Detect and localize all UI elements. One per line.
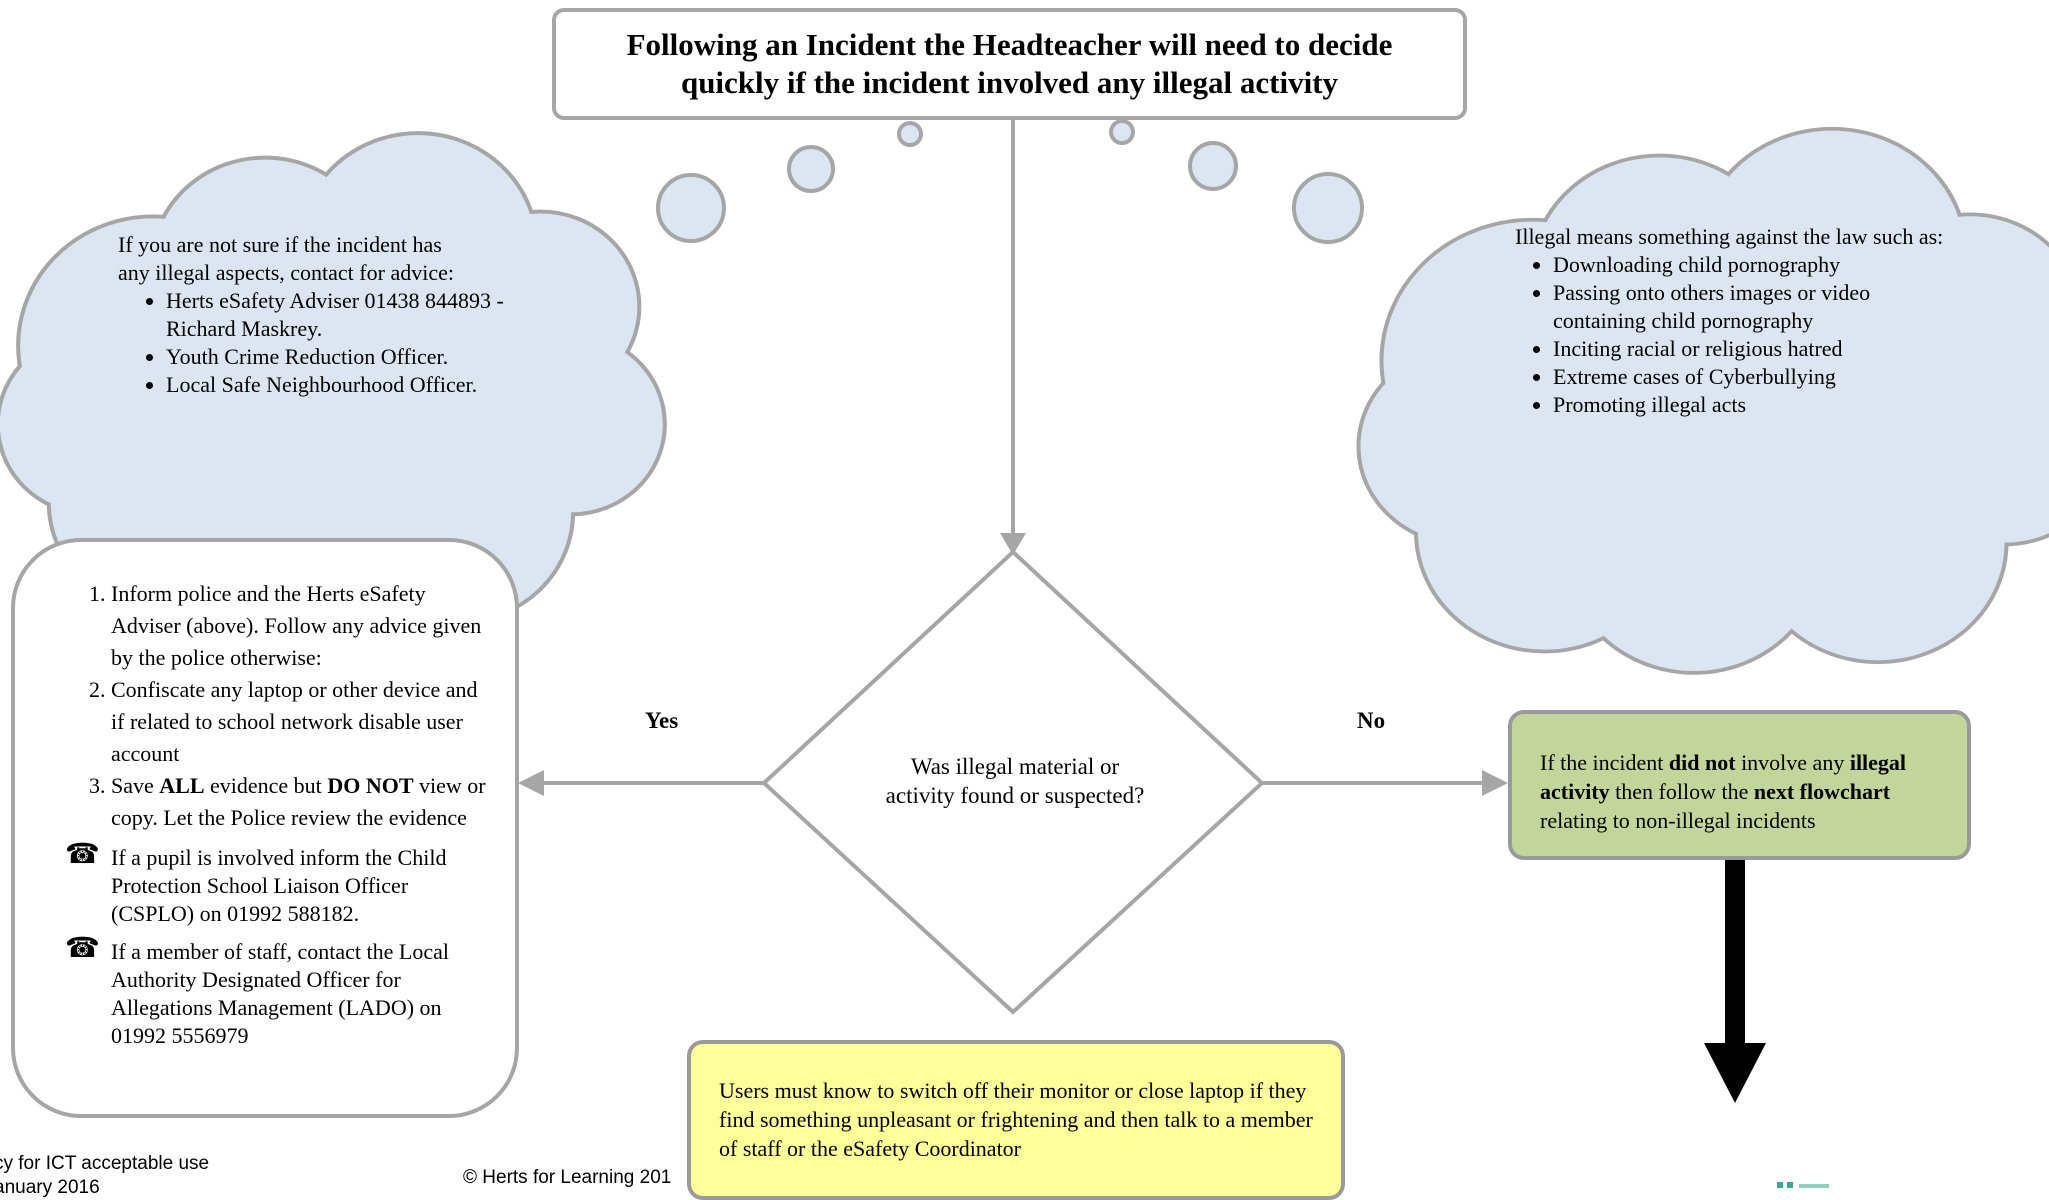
contact-esafety-adviser: Herts eSafety Adviser 01438 844893 - Ric…: [166, 287, 508, 343]
advice-intro-line-1: If you are not sure if the incident has: [118, 231, 508, 259]
decision-question: Was illegal material or activity found o…: [880, 752, 1150, 810]
title-line-1: Following an Incident the Headteacher wi…: [627, 27, 1393, 62]
non-illegal-emphasis: did not: [1669, 750, 1736, 775]
illegal-intro: Illegal means something against the law …: [1515, 223, 1955, 251]
pupil-contact-text: If a pupil is involved inform the Child …: [111, 845, 446, 926]
footer-policy-title: cy for ICT acceptable use anuary 2016: [0, 1152, 209, 1200]
illegal-example: Passing onto others images or video cont…: [1553, 279, 1955, 335]
contact-youth-crime-officer: Youth Crime Reduction Officer.: [166, 343, 508, 371]
next-flowchart-shaft: [1725, 860, 1745, 1045]
step-inform-police: Inform police and the Herts eSafety Advi…: [111, 578, 495, 674]
no-label: No: [1357, 708, 1385, 734]
illegal-examples-list: Downloading child pornography Passing on…: [1515, 251, 1955, 419]
pupil-contact-note: ☎ If a pupil is involved inform the Chil…: [63, 844, 495, 928]
staff-contact-text: If a member of staff, contact the Local …: [111, 939, 449, 1048]
phone-icon: ☎: [65, 934, 100, 964]
non-illegal-text: involve any: [1736, 750, 1850, 775]
non-illegal-emphasis: next flowchart: [1754, 779, 1890, 804]
step-save-evidence: Save ALL evidence but DO NOT view or cop…: [111, 770, 495, 834]
phone-icon: ☎: [65, 840, 100, 870]
illegal-actions-box: Inform police and the Herts eSafety Advi…: [11, 538, 519, 1118]
non-illegal-text: relating to non-illegal incidents: [1540, 808, 1816, 833]
illegal-example: Inciting racial or religious hatred: [1553, 335, 1955, 363]
advice-contact-list: Herts eSafety Adviser 01438 844893 - Ric…: [118, 287, 508, 399]
illegal-example: Downloading child pornography: [1553, 251, 1955, 279]
non-illegal-text: then follow the: [1610, 779, 1754, 804]
herts-logo-icon: [1777, 1180, 1837, 1188]
advice-contacts: If you are not sure if the incident has …: [118, 231, 508, 399]
step3-emphasis-all: ALL: [159, 773, 204, 798]
footer-line-1: cy for ICT acceptable use: [0, 1152, 209, 1176]
contact-neighbourhood-officer: Local Safe Neighbourhood Officer.: [166, 371, 508, 399]
illegal-action-steps: Inform police and the Herts eSafety Advi…: [63, 578, 495, 834]
advice-intro-line-2: any illegal aspects, contact for advice:: [118, 259, 508, 287]
headteacher-decision-title: Following an Incident the Headteacher wi…: [552, 8, 1467, 120]
next-flowchart-arrowhead: [1704, 1043, 1766, 1103]
step-confiscate-device: Confiscate any laptop or other device an…: [111, 674, 495, 770]
step3-text: Save: [111, 773, 159, 798]
yes-arrowhead: [518, 770, 544, 796]
illegal-example: Extreme cases of Cyberbullying: [1553, 363, 1955, 391]
non-illegal-box: If the incident did not involve any ille…: [1508, 710, 1971, 860]
step3-emphasis-do-not: DO NOT: [327, 773, 413, 798]
illegal-example: Promoting illegal acts: [1553, 391, 1955, 419]
yes-label: Yes: [645, 708, 678, 734]
footer-copyright: © Herts for Learning 201: [463, 1166, 671, 1190]
non-illegal-text: If the incident: [1540, 750, 1669, 775]
step3-text: evidence but: [205, 773, 328, 798]
staff-contact-note: ☎ If a member of staff, contact the Loca…: [63, 938, 495, 1050]
user-safety-note: Users must know to switch off their moni…: [687, 1040, 1345, 1200]
no-arrowhead: [1482, 770, 1508, 796]
footer-line-2: anuary 2016: [0, 1176, 209, 1200]
illegal-definition: Illegal means something against the law …: [1515, 223, 1955, 419]
title-line-2: quickly if the incident involved any ill…: [681, 65, 1338, 100]
thought-bubbles: [658, 121, 1362, 242]
